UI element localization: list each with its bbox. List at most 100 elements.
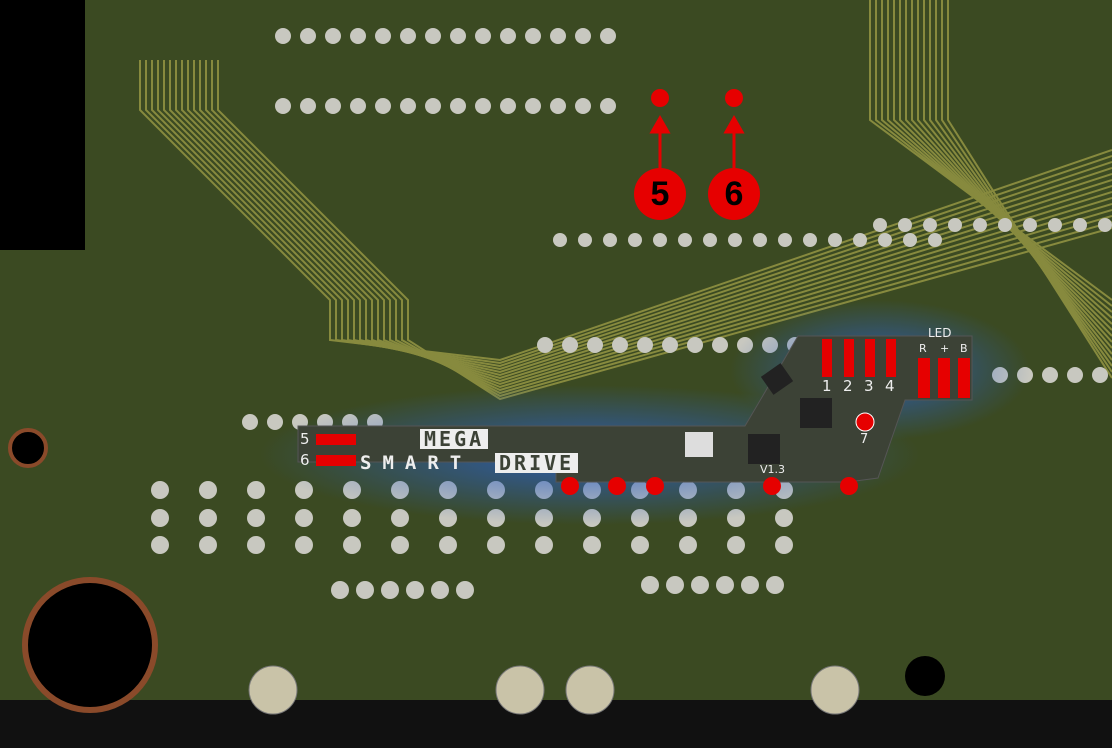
solder-joint <box>325 98 341 114</box>
trace <box>151 60 1112 368</box>
solder-joint <box>553 233 567 247</box>
logo-mega: MEGA <box>420 429 489 449</box>
trace <box>181 60 1112 383</box>
solder-joint <box>716 576 734 594</box>
led-pin-plus: + <box>940 342 950 355</box>
led-pin-b: B <box>960 342 968 355</box>
solder-joint <box>600 98 616 114</box>
solder-joint <box>356 581 374 599</box>
solder-joint <box>275 28 291 44</box>
solder-joint <box>350 28 366 44</box>
trace <box>947 0 1112 379</box>
solder-joint <box>628 233 642 247</box>
solder-joint <box>600 28 616 44</box>
solder-joint <box>500 28 516 44</box>
solder-joint <box>562 337 578 353</box>
solder-joint <box>475 98 491 114</box>
solder-joint <box>247 481 265 499</box>
solder-joint <box>687 337 703 353</box>
pad-label-7: 7 <box>860 432 869 447</box>
solder-joint <box>450 98 466 114</box>
solder-joint <box>425 98 441 114</box>
solder-joint <box>537 337 553 353</box>
solder-joint <box>475 28 491 44</box>
solder-joint <box>1042 367 1058 383</box>
solder-joint <box>678 233 692 247</box>
trace <box>905 0 1112 337</box>
led-pin-r: R <box>919 342 927 355</box>
solder-joint <box>431 581 449 599</box>
cutout <box>0 0 85 250</box>
pad-label-3: 3 <box>864 377 874 395</box>
pad-label-6: 6 <box>300 451 310 469</box>
solder-joint <box>1073 218 1087 232</box>
solder-joint <box>637 337 653 353</box>
solder-joint <box>753 233 767 247</box>
solder-joint <box>903 233 917 247</box>
solder-joint <box>878 233 892 247</box>
solder-joint <box>199 509 217 527</box>
callout-5: 5 <box>634 168 686 220</box>
solder-joint <box>583 536 601 554</box>
solder-joint <box>998 218 1012 232</box>
solder-joint <box>550 28 566 44</box>
solder-joint <box>703 233 717 247</box>
solder-joint <box>873 218 887 232</box>
solder-joint <box>295 536 313 554</box>
solder-joint <box>898 218 912 232</box>
solder-joint <box>1067 367 1083 383</box>
solder-joint <box>350 98 366 114</box>
solder-joint <box>343 509 361 527</box>
trace <box>157 60 1112 371</box>
trace <box>163 60 1112 374</box>
solder-joint <box>300 98 316 114</box>
solder-joint <box>662 337 678 353</box>
solder-joint <box>666 576 684 594</box>
solder-joint <box>391 509 409 527</box>
solder-joint <box>828 233 842 247</box>
solder-joint <box>300 28 316 44</box>
solder-joint <box>487 536 505 554</box>
solder-joint <box>406 581 424 599</box>
pad-label-4: 4 <box>885 377 895 395</box>
solder-joint <box>575 28 591 44</box>
solder-joint <box>973 218 987 232</box>
solder-joint <box>727 536 745 554</box>
solder-joint <box>948 218 962 232</box>
trace <box>199 60 1112 392</box>
solder-joint <box>578 233 592 247</box>
solder-joint <box>391 536 409 554</box>
solder-joint <box>766 576 784 594</box>
solder-joint <box>450 28 466 44</box>
logo-smart: SMART <box>360 452 473 474</box>
solder-joint <box>679 536 697 554</box>
solder-joint <box>691 576 709 594</box>
trace <box>193 60 1112 389</box>
trace <box>187 60 1112 386</box>
solder-joint <box>381 581 399 599</box>
solder-joint <box>1098 218 1112 232</box>
solder-joint <box>425 28 441 44</box>
solder-joint <box>712 337 728 353</box>
solder-joint <box>525 28 541 44</box>
solder-joint <box>325 28 341 44</box>
solder-joint <box>535 536 553 554</box>
solder-joint <box>612 337 628 353</box>
trace <box>911 0 1112 343</box>
solder-joint <box>631 536 649 554</box>
solder-joint <box>778 233 792 247</box>
led-label: LED <box>928 326 952 340</box>
solder-joint <box>151 509 169 527</box>
trace <box>145 60 1112 365</box>
solder-joint <box>456 581 474 599</box>
trace <box>211 60 1112 398</box>
solder-joint <box>1048 218 1062 232</box>
solder-joint <box>375 28 391 44</box>
callout-6: 6 <box>708 168 760 220</box>
solder-joint <box>247 509 265 527</box>
trace <box>899 0 1112 331</box>
solder-joint <box>853 233 867 247</box>
solder-joint <box>775 509 793 527</box>
solder-joint <box>439 536 457 554</box>
